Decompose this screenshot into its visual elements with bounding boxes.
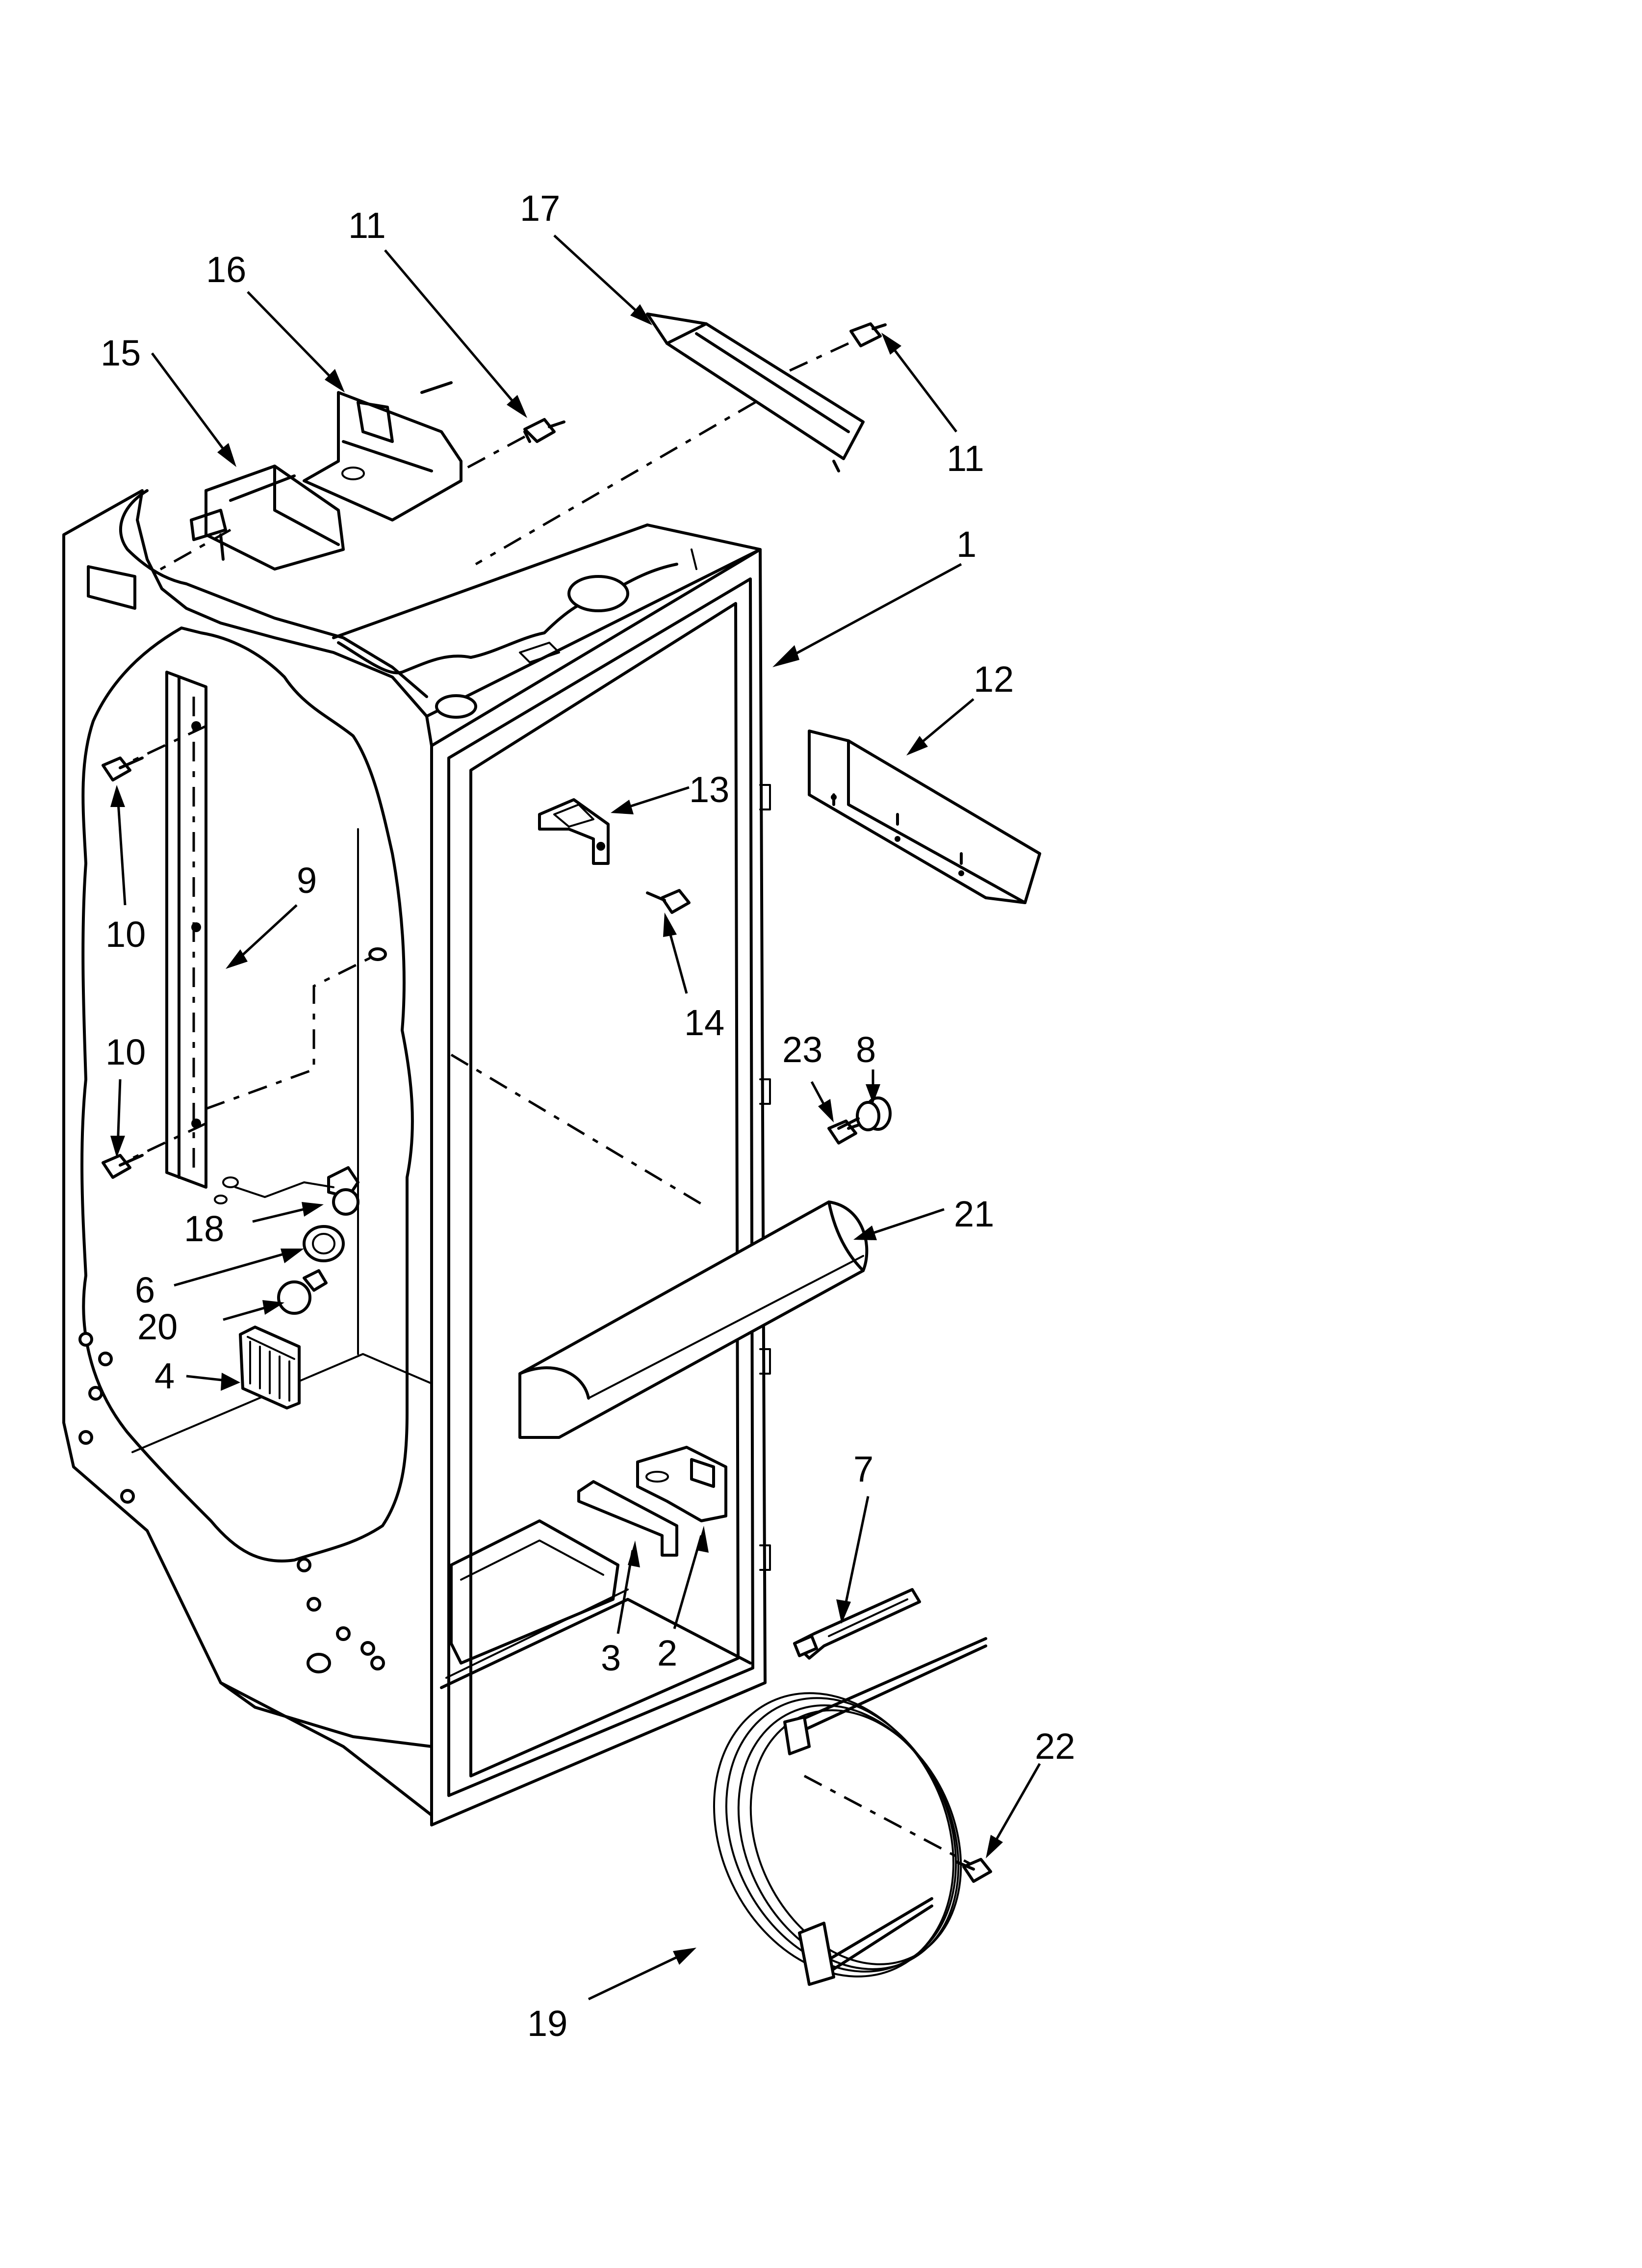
callout-23: 23: [782, 1029, 822, 1070]
part-4-vent-grille: [239, 1326, 301, 1409]
callout-13: 13: [689, 769, 729, 810]
callout-3: 3: [601, 1638, 621, 1678]
part-3-bracket: [577, 1480, 678, 1557]
part-9-shelf-rail: [165, 671, 207, 1189]
callout-14: 14: [684, 1002, 724, 1043]
part-21-duct-cover: [518, 1200, 869, 1439]
callout-1: 1: [956, 524, 976, 565]
part-2-bracket: [636, 1446, 727, 1522]
callout-10-upper: 10: [105, 914, 146, 955]
callout-17: 17: [520, 188, 560, 229]
part-10-screw-upper: [102, 756, 144, 782]
callout-2: 2: [657, 1633, 677, 1673]
callout-10-lower: 10: [105, 1032, 146, 1072]
callout-18: 18: [184, 1208, 224, 1249]
part-6-light-socket: [303, 1225, 345, 1262]
callout-22: 22: [1035, 1726, 1075, 1767]
callout-8: 8: [856, 1029, 876, 1070]
callout-15: 15: [101, 333, 141, 373]
callout-16: 16: [206, 249, 246, 290]
part-10-screw-lower: [102, 1154, 144, 1179]
callout-9: 9: [297, 860, 317, 901]
part-18-socket: [214, 1166, 359, 1216]
part-11-screw-center: [523, 418, 565, 443]
callout-7: 7: [853, 1449, 873, 1489]
callout-6: 6: [135, 1270, 155, 1310]
callout-20: 20: [137, 1306, 178, 1347]
part-22-screw: [955, 1858, 992, 1883]
callout-labels: 1 2 3 4 6 7 8 9 10 10 11 11 12 13 14 15 …: [101, 188, 1075, 2044]
part-20-light-bulb: [277, 1269, 328, 1315]
part-19-water-tube-coil: [713, 1637, 987, 1986]
leader-lines: [110, 235, 1041, 2001]
part-17-top-trim: [646, 313, 865, 472]
callout-11-center: 11: [348, 205, 386, 246]
part-14-screw: [646, 889, 691, 914]
part-12-trim-channel: [808, 730, 1041, 904]
callout-21: 21: [954, 1194, 994, 1234]
part-16-bracket: [303, 381, 462, 521]
callout-4: 4: [154, 1356, 175, 1396]
part-11-screw-right: [849, 322, 887, 347]
callout-12: 12: [974, 659, 1014, 700]
part-8-grommet: [837, 1096, 892, 1131]
callout-19: 19: [527, 2003, 567, 2044]
part-7-cable-tie: [793, 1588, 921, 1660]
callout-11-right: 11: [947, 438, 984, 479]
cabinet-liner: [62, 489, 771, 1826]
part-13-bracket: [538, 798, 610, 865]
part-15-control-housing: [190, 465, 345, 571]
